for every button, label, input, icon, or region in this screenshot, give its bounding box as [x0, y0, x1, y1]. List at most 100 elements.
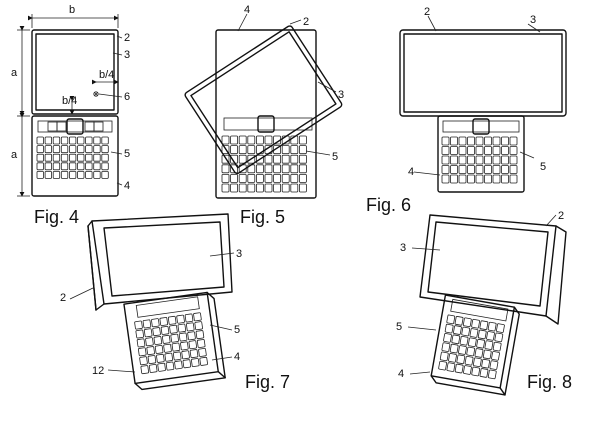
key	[291, 146, 298, 154]
key	[470, 328, 478, 337]
key	[248, 146, 255, 154]
key	[174, 361, 182, 369]
key	[291, 184, 298, 192]
fig8-display	[428, 222, 548, 306]
fig6-screen-housing	[400, 30, 566, 116]
key	[239, 155, 246, 163]
key	[493, 147, 500, 155]
key	[282, 165, 289, 173]
key	[193, 313, 201, 321]
fig6-ref-2: 2	[424, 6, 430, 18]
key	[141, 365, 149, 373]
key	[448, 353, 456, 362]
fig7-keypad	[135, 313, 208, 374]
fig4-nav-row	[38, 119, 112, 134]
key	[299, 136, 306, 144]
fig7-keyboard-housing	[124, 292, 225, 391]
fig4-ref-6: 6	[124, 91, 130, 103]
key	[282, 155, 289, 163]
key	[443, 333, 451, 342]
fig4-label-b4-b: b/4	[62, 95, 77, 107]
key	[462, 327, 470, 336]
key	[502, 147, 509, 155]
key	[442, 137, 449, 145]
fig6-display	[404, 34, 562, 112]
key	[476, 156, 483, 164]
key	[145, 338, 153, 346]
fig7-display	[104, 222, 224, 296]
key	[265, 165, 272, 173]
key	[45, 171, 52, 178]
key	[222, 184, 229, 192]
fig4-ref-4: 4	[124, 180, 130, 192]
key	[442, 156, 449, 164]
key	[451, 166, 458, 174]
key	[476, 147, 483, 155]
key	[61, 171, 68, 178]
key	[490, 361, 498, 370]
key	[485, 341, 493, 350]
key	[502, 137, 509, 145]
fig6-caption: Fig. 6	[366, 195, 411, 215]
key	[256, 184, 263, 192]
key	[155, 345, 163, 353]
key	[156, 354, 164, 362]
key	[69, 154, 76, 161]
key	[493, 166, 500, 174]
fig5-caption: Fig. 5	[240, 207, 285, 227]
key	[186, 323, 194, 331]
key	[282, 184, 289, 192]
key	[496, 324, 504, 333]
key	[455, 364, 463, 373]
key	[140, 357, 148, 365]
key	[37, 163, 44, 170]
fig8: 2 3 5 4 Fig. 8	[396, 210, 572, 395]
fig6-keypad	[442, 137, 517, 183]
key	[447, 363, 455, 372]
key	[485, 156, 492, 164]
key	[459, 137, 466, 145]
fig5-ref-4: 4	[244, 4, 250, 16]
key	[493, 156, 500, 164]
key	[282, 174, 289, 182]
key	[102, 163, 109, 170]
fig4-label-b: b	[69, 4, 75, 16]
key	[102, 171, 109, 178]
key	[191, 358, 199, 366]
key	[231, 136, 238, 144]
key	[160, 317, 168, 325]
key	[274, 174, 281, 182]
key	[198, 348, 206, 356]
key	[442, 343, 450, 352]
key	[172, 343, 180, 351]
key	[151, 319, 159, 327]
key	[451, 156, 458, 164]
key	[291, 174, 298, 182]
key	[459, 175, 466, 183]
key	[458, 345, 466, 354]
key	[53, 163, 60, 170]
key	[299, 165, 306, 173]
key	[459, 166, 466, 174]
key	[53, 137, 60, 144]
key	[442, 175, 449, 183]
key	[135, 321, 143, 329]
fig8-screen-housing	[420, 215, 566, 324]
key	[438, 361, 446, 370]
key	[190, 349, 198, 357]
key	[86, 163, 93, 170]
key	[78, 154, 85, 161]
key	[78, 146, 85, 153]
key	[488, 370, 496, 379]
key	[452, 335, 460, 344]
key	[222, 136, 229, 144]
key	[476, 137, 483, 145]
key	[178, 324, 186, 332]
key	[189, 341, 197, 349]
key	[69, 171, 76, 178]
key	[222, 174, 229, 182]
key	[476, 339, 484, 348]
fig4-label-a-bottom: a	[11, 149, 18, 161]
key	[86, 146, 93, 153]
